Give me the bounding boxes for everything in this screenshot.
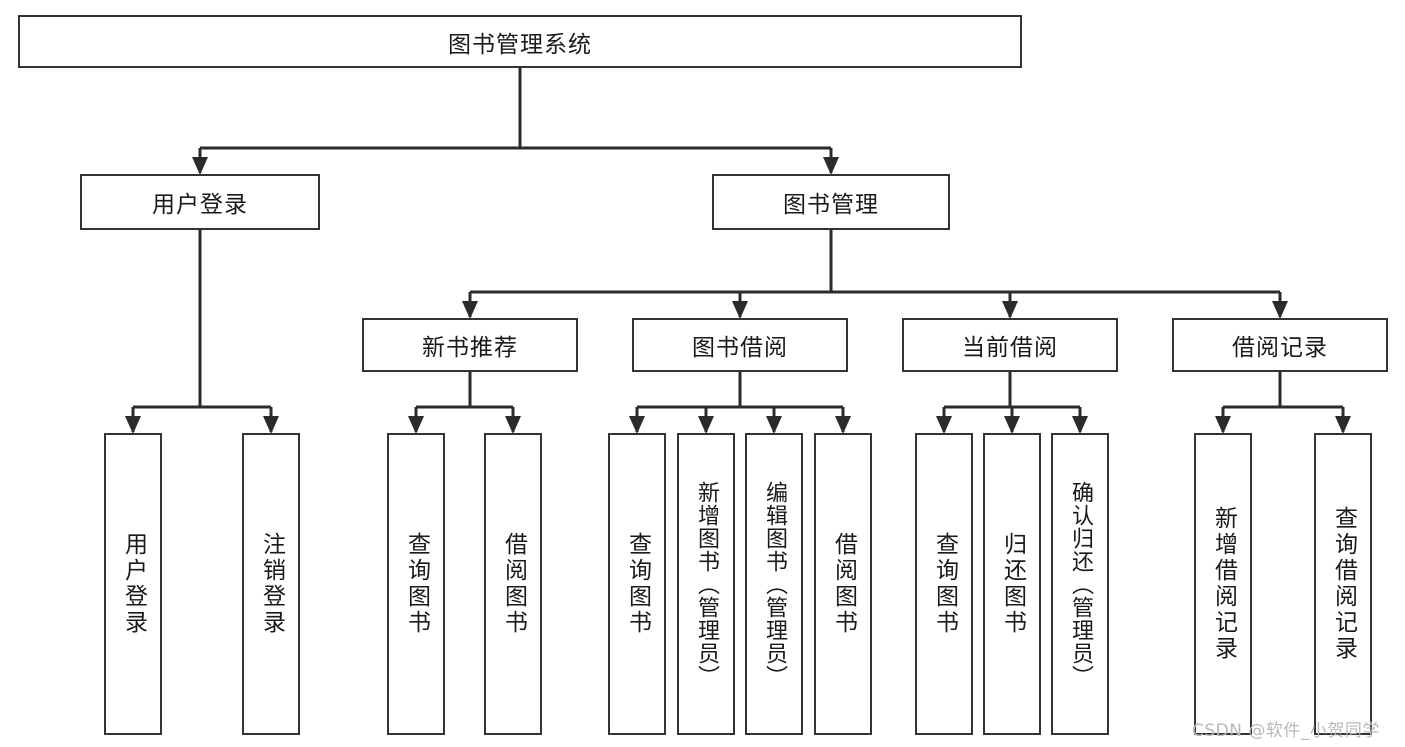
node-l-query1[interactable]: 查询图书 — [387, 433, 445, 735]
node-label: 图书借阅 — [692, 335, 788, 361]
node-label: 查询图书 — [624, 532, 651, 636]
node-label: 当前借阅 — [962, 335, 1058, 361]
node-root[interactable]: 图书管理系统 — [18, 15, 1022, 68]
node-label: 新增图书（管理员） — [694, 480, 719, 688]
node-label: 图书管理系统 — [448, 31, 592, 58]
node-l-addrec[interactable]: 新增借阅记录 — [1194, 433, 1252, 735]
node-label: 确认归还（管理员） — [1068, 480, 1093, 688]
node-label: 归还图书 — [999, 532, 1026, 636]
node-label: 新增借阅记录 — [1210, 506, 1237, 662]
watermark-text: CSDN @软件_小贺同学 — [1192, 721, 1380, 741]
node-record[interactable]: 借阅记录 — [1172, 318, 1388, 372]
node-l-userlogin[interactable]: 用户登录 — [104, 433, 162, 735]
node-label: 用户登录 — [152, 192, 248, 218]
node-login[interactable]: 用户登录 — [80, 174, 320, 230]
node-label: 注销登录 — [258, 532, 285, 636]
node-l-query2[interactable]: 查询图书 — [608, 433, 666, 735]
node-l-return[interactable]: 归还图书 — [983, 433, 1041, 735]
node-l-queryrec[interactable]: 查询借阅记录 — [1314, 433, 1372, 735]
node-label: 借阅记录 — [1232, 335, 1328, 361]
node-borrow[interactable]: 图书借阅 — [632, 318, 848, 372]
node-label: 查询图书 — [931, 532, 958, 636]
node-label: 查询图书 — [403, 532, 430, 636]
node-l-confirm[interactable]: 确认归还（管理员） — [1051, 433, 1109, 735]
node-l-logout[interactable]: 注销登录 — [242, 433, 300, 735]
node-label: 用户登录 — [120, 532, 147, 636]
node-newbook[interactable]: 新书推荐 — [362, 318, 578, 372]
node-l-borrow2[interactable]: 借阅图书 — [814, 433, 872, 735]
node-l-borrow1[interactable]: 借阅图书 — [484, 433, 542, 735]
node-l-add[interactable]: 新增图书（管理员） — [677, 433, 735, 735]
node-l-query3[interactable]: 查询图书 — [915, 433, 973, 735]
node-label: 借阅图书 — [500, 532, 527, 636]
node-l-edit[interactable]: 编辑图书（管理员） — [745, 433, 803, 735]
node-bookmgmt[interactable]: 图书管理 — [712, 174, 950, 230]
node-current[interactable]: 当前借阅 — [902, 318, 1118, 372]
node-label: 查询借阅记录 — [1330, 506, 1357, 662]
node-label: 图书管理 — [783, 192, 879, 218]
node-label: 借阅图书 — [830, 532, 857, 636]
node-label: 编辑图书（管理员） — [762, 480, 787, 688]
node-label: 新书推荐 — [422, 335, 518, 361]
